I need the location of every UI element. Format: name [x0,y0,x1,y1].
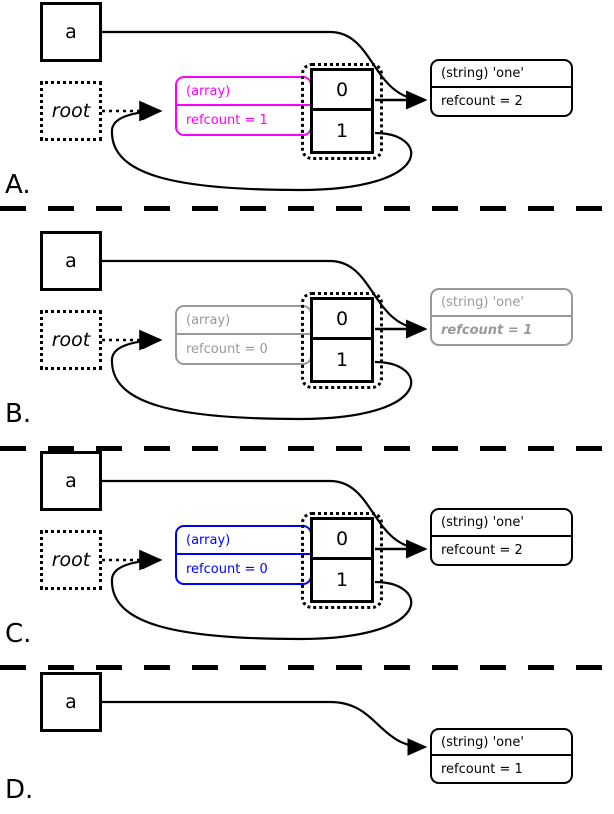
root-box: root [40,81,102,141]
string-type-label: (string) 'one' [432,730,571,756]
panel-d: a (string) 'one' refcount = 1 D. [0,669,614,814]
root-label: root [51,329,91,351]
array-type-label: (array) [177,307,310,335]
variable-box-a: a [40,451,102,511]
array-cells-container [301,292,383,389]
panel-letter-d: D. [5,775,34,805]
array-type-label: (array) [177,78,310,106]
variable-label: a [65,250,77,272]
variable-box-a: a [40,672,102,732]
variable-label: a [65,470,77,492]
array-cells-inner: 0 1 [310,517,374,603]
array-zval-box: (array) refcount = 0 [175,305,312,365]
array-refcount-label: refcount = 0 [186,561,268,577]
wire-a-to-string [102,700,428,756]
variable-box-a: a [40,231,102,291]
array-cell-0: 0 [313,71,371,111]
array-zval-box: (array) refcount = 1 [175,76,312,136]
array-refcount-label: refcount = 0 [186,341,268,357]
array-cell-1: 1 [335,349,349,371]
array-cell-1: 1 [335,569,349,591]
panel-c: a root (array) refcount = 0 0 1 (string)… [0,449,614,659]
string-type-label: (string) 'one' [432,290,571,317]
array-cells-inner: 0 1 [310,297,374,383]
array-cell-0: 0 [313,300,371,340]
string-type-label: (string) 'one' [432,510,571,537]
variable-box-a: a [40,2,102,62]
string-zval-box: (string) 'one' refcount = 1 [430,288,573,346]
array-cell-0: 0 [313,520,371,560]
string-zval-box: (string) 'one' refcount = 1 [430,728,573,784]
panel-a: a root (array) refcount = 1 0 1 (string)… [0,0,614,210]
string-refcount-label: refcount = 2 [441,94,523,109]
panel-letter-c: C. [5,619,32,649]
variable-label: a [65,21,77,43]
string-refcount-label: refcount = 1 [441,323,533,338]
string-refcount-label: refcount = 2 [441,543,523,558]
panel-separator-1 [0,206,614,211]
array-cells-container [301,512,383,609]
string-zval-box: (string) 'one' refcount = 2 [430,508,573,566]
array-refcount-label: refcount = 1 [186,112,268,128]
root-box: root [40,310,102,370]
string-type-label: (string) 'one' [432,61,571,88]
panel-b: a root (array) refcount = 0 0 1 (string)… [0,229,614,439]
root-label: root [51,549,91,571]
panel-separator-3 [0,665,614,670]
array-zval-box: (array) refcount = 0 [175,525,312,585]
string-zval-box: (string) 'one' refcount = 2 [430,59,573,117]
array-cells-inner: 0 1 [310,68,374,154]
array-cell-1: 1 [335,120,349,142]
variable-label: a [65,691,77,713]
panel-letter-a: A. [5,170,31,200]
array-type-label: (array) [177,527,310,555]
panel-separator-2 [0,446,614,451]
root-label: root [51,100,91,122]
panel-letter-b: B. [5,399,32,429]
string-refcount-label: refcount = 1 [441,761,523,777]
root-box: root [40,530,102,590]
array-cells-container [301,63,383,160]
